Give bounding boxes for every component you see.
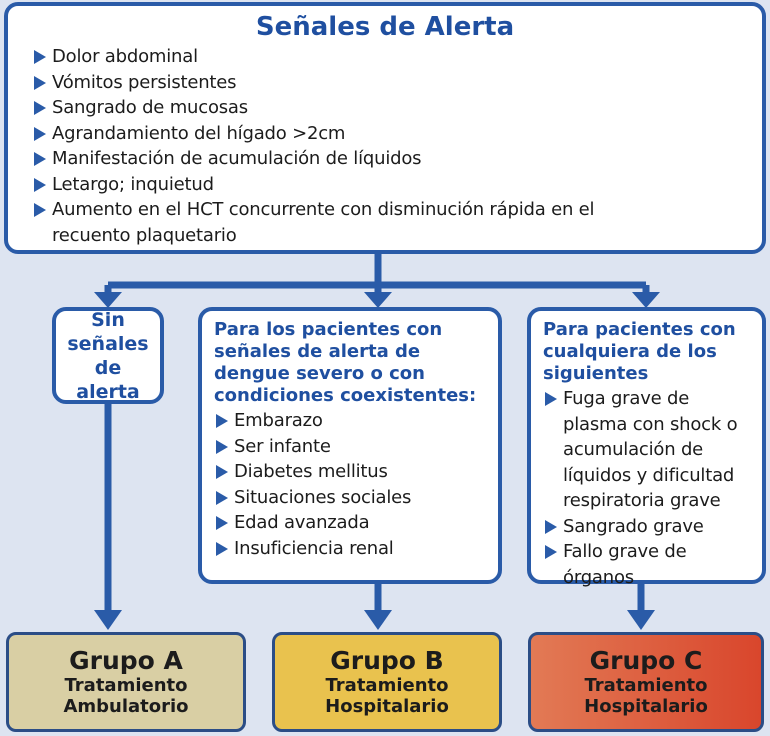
coexisting-conditions-box: Para los pacientes con señales de alerta… [198,307,502,584]
list-item: Edad avanzada [214,510,490,536]
list-item: Dolor abdominal [32,44,652,70]
list-item: Fallo grave de órganos [543,539,756,590]
group-c-box: Grupo C Tratamiento Hospitalario [528,632,764,732]
triangle-bullet-icon [545,392,557,406]
group-b-line1: Tratamiento [325,675,449,696]
triangle-bullet-icon [216,490,228,505]
alert-signs-box: Señales de Alerta Dolor abdominal Vómito… [4,2,766,254]
group-a-title: Grupo A [69,646,183,675]
list-item: Sangrado de mucosas [32,95,652,121]
severe-conditions-heading: Para pacientes con cualquiera de los sig… [543,319,736,384]
triangle-bullet-icon [216,414,228,428]
triangle-bullet-icon [545,519,557,534]
triangle-bullet-icon [34,75,46,90]
triangle-bullet-icon [216,541,228,556]
arrowhead-group-c [627,610,655,630]
triangle-bullet-icon [34,177,46,192]
group-b-line2: Hospitalario [325,696,449,717]
triangle-bullet-icon [216,439,228,454]
alert-signs-title: Señales de Alerta [255,12,515,42]
group-c-title: Grupo C [589,646,703,675]
group-c-line1: Tratamiento [584,675,708,696]
triangle-bullet-icon [216,465,228,479]
list-item: Manifestación de acumulación de líquidos [32,146,652,172]
triangle-bullet-icon [34,101,46,115]
list-item: Aumento en el HCT concurrente con dismin… [32,197,652,248]
triangle-bullet-icon [34,126,46,141]
severe-conditions-list: Fuga grave de plasma con shock o acumula… [543,386,756,590]
list-item: Fuga grave de plasma con shock o acumula… [543,386,756,514]
list-item: Vómitos persistentes [32,70,652,96]
alert-signs-list: Dolor abdominal Vómitos persistentes San… [32,44,652,248]
triangle-bullet-icon [34,50,46,64]
arrowhead-group-b [364,610,392,630]
list-item: Diabetes mellitus [214,459,490,485]
coexisting-conditions-list: Embarazo Ser infante Diabetes mellitus S… [214,408,490,561]
group-b-title: Grupo B [330,646,444,675]
list-item: Insuficiencia renal [214,536,490,562]
list-item: Situaciones sociales [214,485,490,511]
triangle-bullet-icon [34,152,46,166]
list-item: Letargo; inquietud [32,172,652,198]
group-a-box: Grupo A Tratamiento Ambulatorio [6,632,246,732]
group-b-box: Grupo B Tratamiento Hospitalario [272,632,502,732]
arrowhead-right [632,292,660,308]
list-item: Embarazo [214,408,490,434]
no-alert-signs-title: Sin señales de alerta [67,308,149,403]
triangle-bullet-icon [34,203,46,217]
triangle-bullet-icon [545,545,557,559]
list-item: Sangrado grave [543,514,756,540]
no-alert-signs-box: Sin señales de alerta [52,307,164,404]
severe-conditions-box: Para pacientes con cualquiera de los sig… [527,307,766,588]
arrowhead-left [94,292,122,308]
arrowhead-middle [364,292,392,308]
group-c-line2: Hospitalario [584,696,708,717]
list-item: Agrandamiento del hígado >2cm [32,121,652,147]
triangle-bullet-icon [216,516,228,530]
group-a-line1: Tratamiento [64,675,188,696]
list-item: Ser infante [214,434,490,460]
group-a-line2: Ambulatorio [63,696,189,717]
coexisting-conditions-heading: Para los pacientes con señales de alerta… [214,319,477,406]
arrowhead-group-a [94,610,122,630]
